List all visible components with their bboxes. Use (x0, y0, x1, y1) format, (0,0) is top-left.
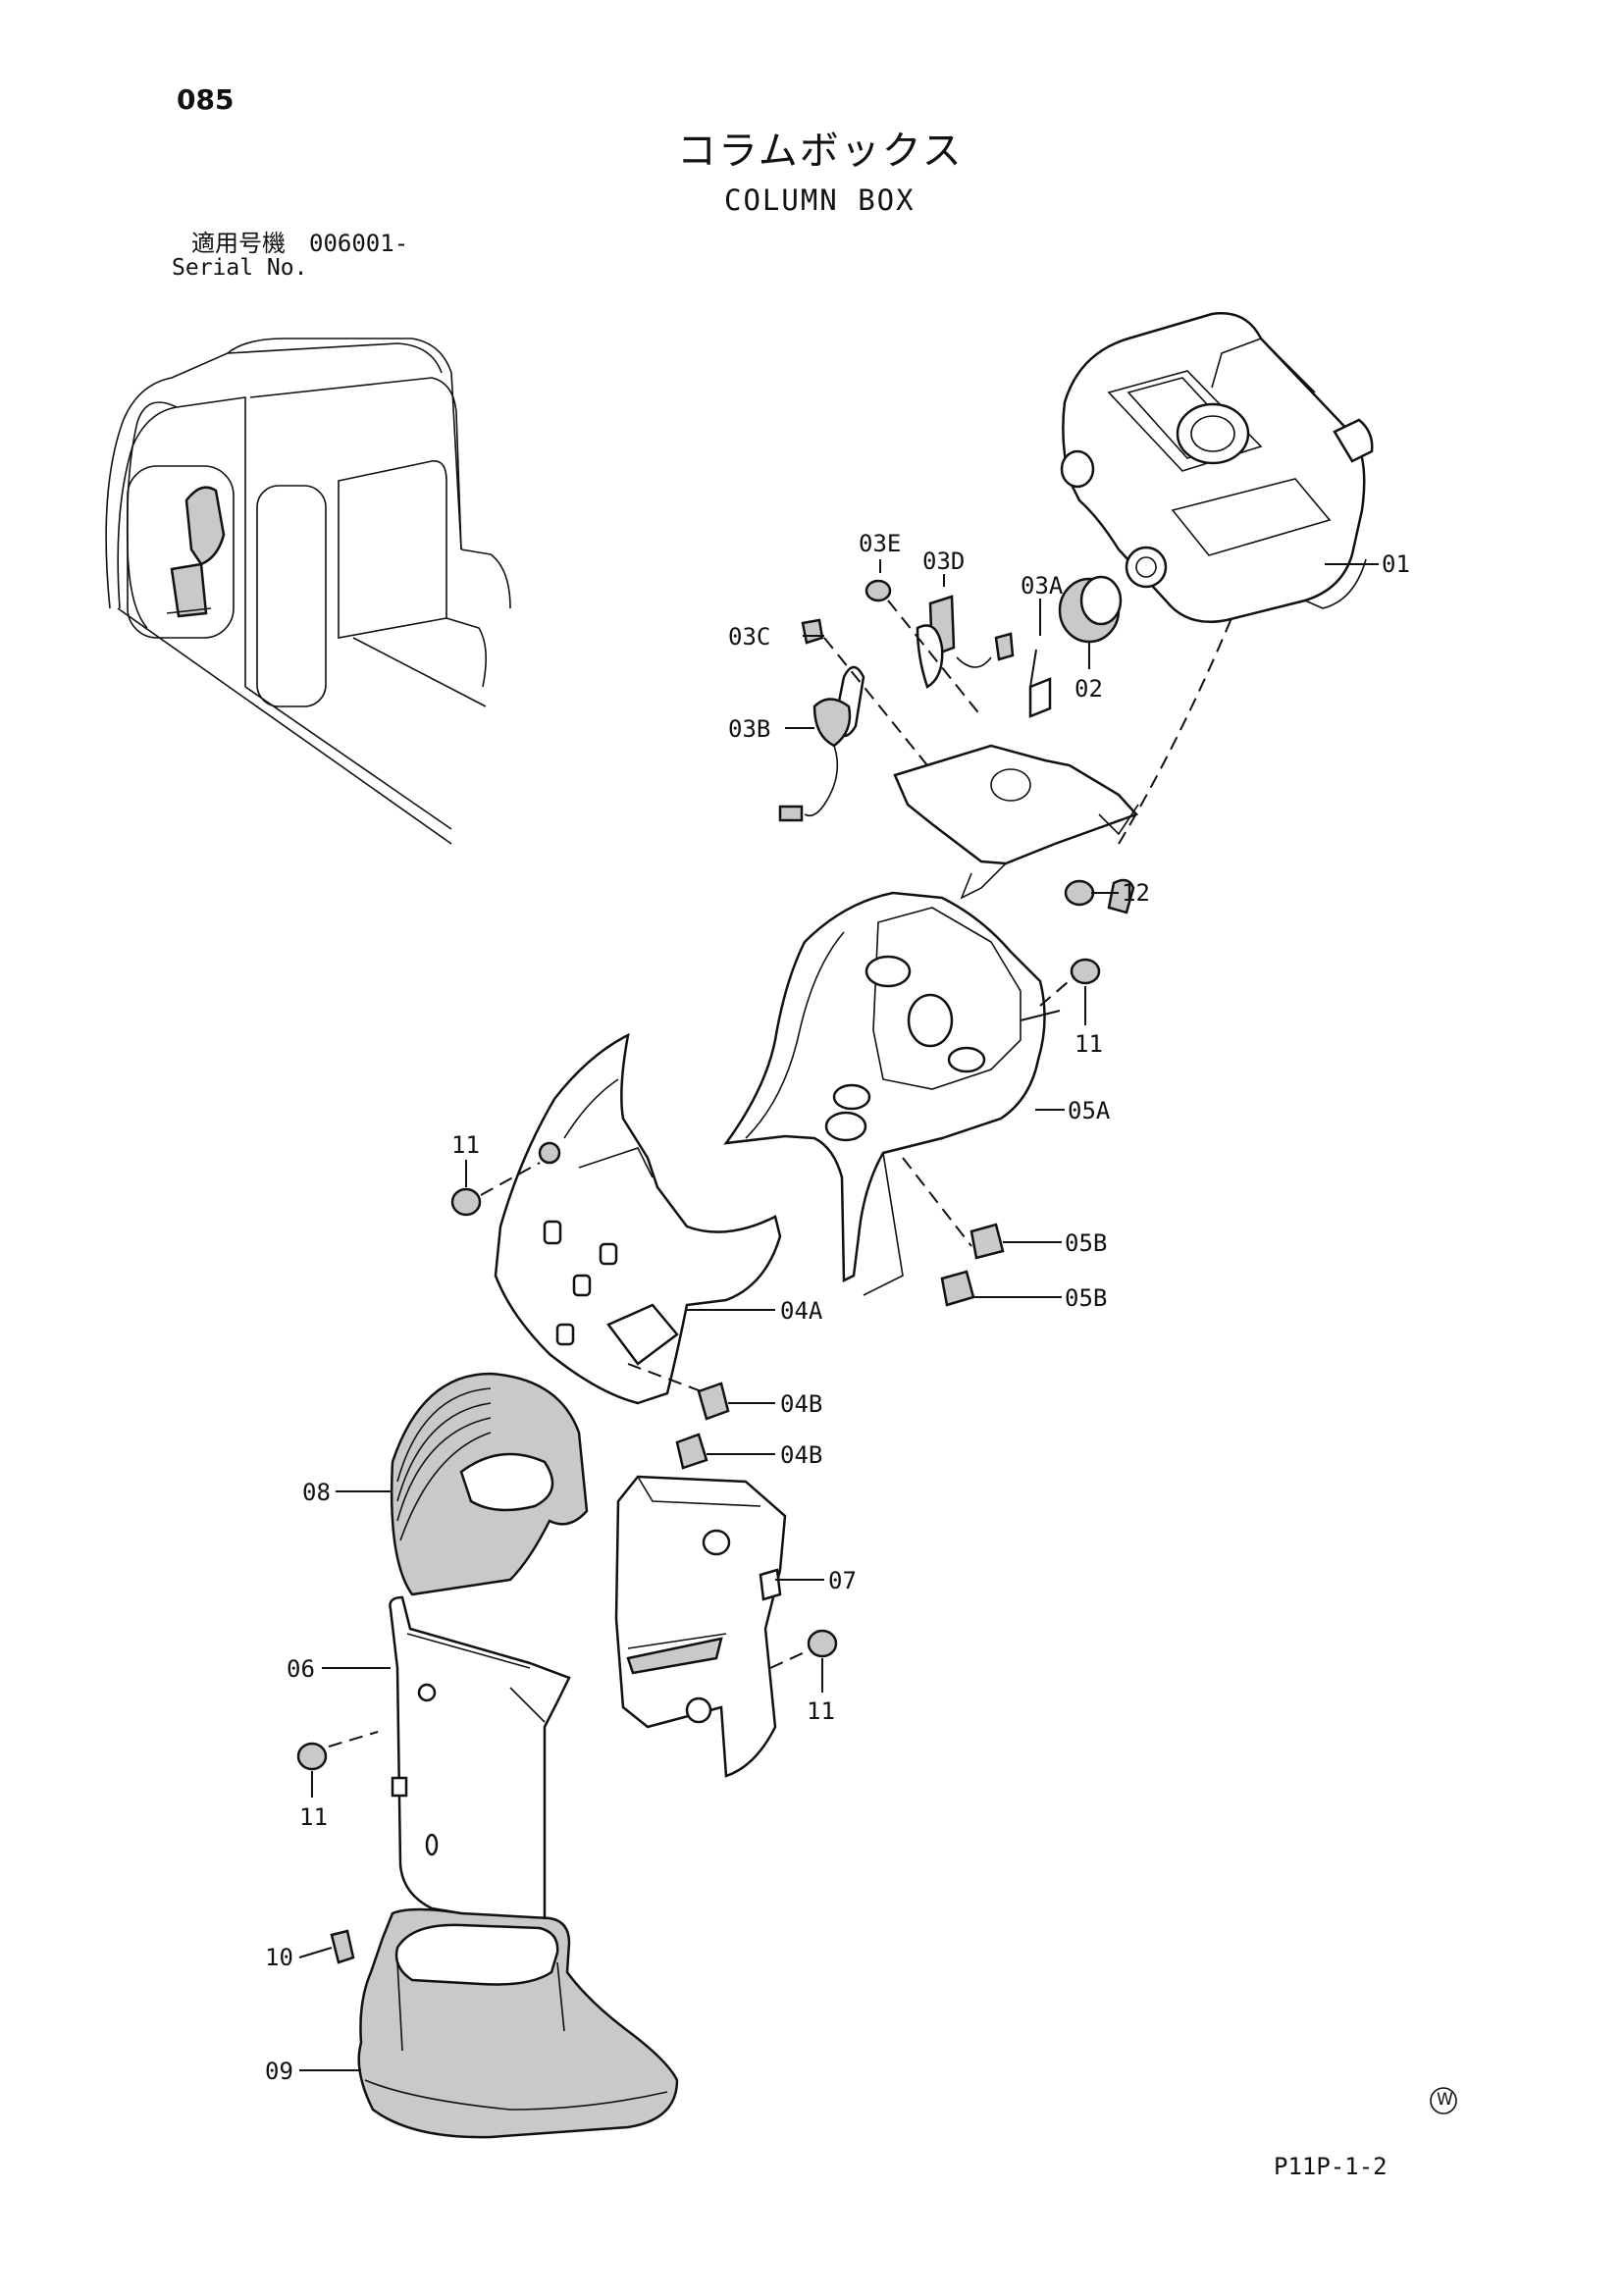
serial-label-japanese: 適用号機 (191, 230, 286, 257)
callout-07: 07 (828, 1567, 857, 1594)
part-04a-front-panel (494, 1032, 782, 1405)
title-japanese: コラムボックス (677, 129, 964, 174)
bolt-11-upper-right (1039, 958, 1101, 1007)
callout-05b-upper: 05B (1065, 1229, 1107, 1257)
part-04b-clips (675, 1382, 730, 1470)
cab-location-thumbnail (105, 338, 511, 845)
callout-04b-upper: 04B (780, 1390, 822, 1418)
callout-11-upper-right: 11 (1074, 1030, 1103, 1058)
part-03-bracket-assembly (778, 579, 1139, 914)
part-05a-side-panel (723, 891, 1061, 1296)
part-02-cap (1058, 575, 1123, 669)
drawing-code: P11P-1-2 (1274, 2153, 1388, 2180)
callout-12: 12 (1122, 879, 1150, 907)
callout-04b-lower: 04B (780, 1441, 822, 1469)
title-english: COLUMN BOX (724, 183, 916, 217)
part-01-console-cover (1060, 312, 1374, 624)
bolt-11-left (450, 1162, 541, 1217)
part-05b-clips (940, 1223, 1005, 1307)
callout-10: 10 (265, 1944, 293, 1971)
part-10-clip (330, 1929, 355, 1964)
callout-11-lower-left: 11 (299, 1803, 328, 1831)
callout-02: 02 (1074, 675, 1103, 703)
callout-05a: 05A (1068, 1097, 1111, 1124)
callout-03b: 03B (728, 715, 770, 743)
leader-lines (298, 559, 1379, 2071)
callout-03a: 03A (1021, 572, 1064, 600)
callout-09: 09 (265, 2058, 293, 2085)
page-number: 085 (177, 83, 235, 116)
callout-01: 01 (1382, 550, 1410, 578)
callout-11-left: 11 (451, 1131, 480, 1159)
part-12-bolt (1064, 617, 1232, 907)
w-mark-letter: W (1437, 2090, 1453, 2110)
part-09-floor-boot (357, 1907, 679, 2139)
callout-08: 08 (302, 1479, 331, 1506)
callout-03c: 03C (728, 623, 770, 651)
callout-06: 06 (287, 1655, 315, 1683)
part-07-rear-cover (614, 1475, 787, 1778)
callout-05b-lower: 05B (1065, 1284, 1107, 1312)
bolt-11-right (769, 1629, 838, 1669)
callout-04a: 04A (780, 1297, 823, 1325)
w-mark-circle (1430, 2087, 1457, 2114)
part-08-bellows (390, 1372, 589, 1596)
part-06-column (389, 1595, 571, 1922)
bolt-11-lower-left (296, 1731, 379, 1771)
serial-label-english: Serial No. (172, 255, 308, 281)
callout-11-right: 11 (807, 1697, 835, 1725)
callout-03e: 03E (859, 530, 901, 557)
callout-03d: 03D (922, 548, 965, 575)
serial-number-value: 006001- (309, 230, 409, 257)
